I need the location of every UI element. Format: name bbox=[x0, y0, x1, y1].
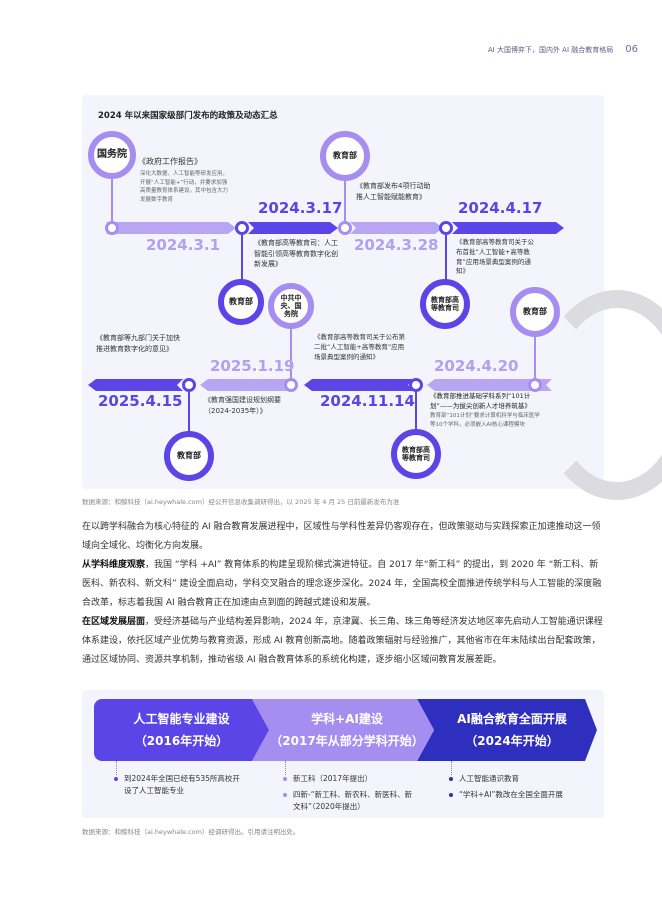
event-date: 2024.3.17 bbox=[258, 199, 343, 217]
timeline-node bbox=[439, 221, 453, 235]
timeline-node bbox=[528, 378, 542, 392]
event-date: 2024.4.20 bbox=[434, 357, 519, 375]
stage-bullet: “学科+AI”教改在全国全面开展 bbox=[449, 789, 569, 801]
timeline-node bbox=[182, 378, 196, 392]
org-bubble: 教育部高等教育司 bbox=[420, 279, 470, 329]
event-desc: 教育部“101计划”要求计算机科学与临床医学等10个学科，必须嵌入AI核心课程模… bbox=[430, 413, 540, 428]
paragraph-discipline: 从学科维度观察，我国 “学科 +AI” 教育体系的构建呈现阶梯式演进特征。自 2… bbox=[82, 560, 602, 608]
stage-connector bbox=[285, 761, 286, 775]
org-bubble: 国务院 bbox=[88, 131, 136, 179]
timeline-stem bbox=[290, 329, 292, 378]
stage-bullet: 到2024年全国已经有535所高校开设了人工智能专业 bbox=[114, 773, 244, 797]
policy-timeline: 2024 年以来国家级部门发布的政策及动态汇总 国务院 《政府工作报告》 深化大… bbox=[82, 95, 662, 500]
timeline-arrow bbox=[304, 379, 414, 391]
event-doc: 《教育部推进基础学科系列“101计划”——为拔尖创新人才培养筑基》 bbox=[430, 392, 531, 410]
timeline-stem bbox=[188, 392, 190, 434]
stage-bullet: 四新-“新工科、新农科、新医科、新文科”（2020年提出） bbox=[283, 789, 413, 813]
event-date: 2024.11.14 bbox=[320, 392, 415, 410]
event-doc: 《教育部高等教育司：人工智能引领高等教育数字化创新发展》 bbox=[254, 239, 338, 268]
paragraph-lead: 从学科维度观察 bbox=[82, 560, 146, 570]
timeline-title: 2024 年以来国家级部门发布的政策及动态汇总 bbox=[98, 111, 278, 121]
org-bubble: 教育部 bbox=[218, 279, 264, 325]
timeline-source: 数据来源：和鲸科技（ai.heywhale.com）经公开信息收集调研得出，以 … bbox=[82, 498, 400, 506]
page-header: AI 大国博弈下，国内外 AI 融合教育格局 06 bbox=[488, 44, 638, 55]
event-doc: 《教育部高等教育司关于公布首批“人工智能+高等教育”应用场景典型案例的通知》 bbox=[456, 238, 534, 276]
stage-2: 学科+AI建设 （2017年从部分学科开始） bbox=[252, 699, 434, 761]
timeline-node bbox=[284, 378, 298, 392]
timeline-arrow bbox=[106, 222, 236, 234]
org-bubble: 教育部 bbox=[510, 287, 560, 337]
timeline-node bbox=[409, 378, 423, 392]
event-desc: 深化大数据、人工智能等研发应用，开展“人工智能+”行动，并要求加强高质量教育体系… bbox=[140, 171, 229, 203]
timeline-arrow bbox=[427, 379, 552, 391]
paragraph-lead: 在区域发展层面 bbox=[82, 617, 146, 627]
timeline-node bbox=[235, 221, 249, 235]
event-doc: 《教育部高等教育司关于公布第二批“人工智能+高等教育”应用场景典型案例的通知》 bbox=[314, 333, 405, 361]
timeline-arrow bbox=[248, 222, 338, 234]
timeline-stem bbox=[534, 337, 536, 378]
timeline-node bbox=[105, 221, 119, 235]
event-doc: 《政府工作报告》 bbox=[138, 157, 202, 166]
timeline-stem bbox=[445, 235, 447, 281]
page-number: 06 bbox=[625, 44, 638, 55]
stage-connector bbox=[451, 761, 452, 775]
paragraph-region: 在区域发展层面，受经济基础与产业结构差异影响，2024 年，京津冀、长三角、珠三… bbox=[82, 617, 603, 665]
org-bubble: 教育部高等教育司 bbox=[391, 429, 441, 479]
stage-bullet: 人工智能通识教育 bbox=[449, 773, 579, 785]
event-date: 2024.3.1 bbox=[146, 236, 221, 254]
event-date: 2024.4.17 bbox=[458, 199, 543, 217]
stages-diagram: 人工智能专业建设 （2016年开始） 学科+AI建设 （2017年从部分学科开始… bbox=[82, 690, 604, 818]
event-date: 2024.3.28 bbox=[354, 236, 439, 254]
timeline-stem bbox=[415, 392, 417, 432]
timeline-arrow bbox=[88, 379, 183, 391]
header-title: AI 大国博弈下，国内外 AI 融合教育格局 bbox=[487, 45, 614, 54]
org-bubble: 教育部 bbox=[164, 431, 214, 481]
stage-connector bbox=[116, 761, 117, 775]
paragraph-intro: 在以跨学科融合为核心特征的 AI 融合教育发展进程中，区域性与学科性差异仍客观存… bbox=[82, 522, 601, 551]
org-bubble: 中共中央、国务院 bbox=[268, 283, 314, 329]
timeline-stem bbox=[111, 179, 113, 221]
timeline-arrow bbox=[200, 379, 292, 391]
event-doc: 《教育部等九部门关于加快推进教育数字化的意见》 bbox=[96, 334, 180, 353]
event-date: 2025.1.19 bbox=[210, 357, 295, 375]
timeline-stem bbox=[241, 235, 243, 283]
stage-bullet: 新工科（2017年提出） bbox=[283, 773, 413, 785]
stage-1: 人工智能专业建设 （2016年开始） bbox=[94, 699, 269, 761]
event-date: 2025.4.15 bbox=[98, 392, 183, 410]
stages-source: 数据来源：和鲸科技（ai.heywhale.com）经调研得出。引用请注明出处。 bbox=[82, 828, 300, 836]
timeline-stem bbox=[344, 181, 346, 221]
timeline-node bbox=[338, 221, 352, 235]
timeline-arrow bbox=[452, 222, 564, 234]
timeline-arrow bbox=[350, 222, 443, 234]
org-bubble: 教育部 bbox=[320, 131, 370, 181]
stage-3: AI融合教育全面开展 （2024年开始） bbox=[417, 699, 597, 761]
event-doc: 《教育部发布4项行动助推人工智能赋能教育》 bbox=[356, 182, 431, 201]
event-doc: 《教育强国建设规划纲要（2024-2035年）》 bbox=[204, 396, 281, 415]
